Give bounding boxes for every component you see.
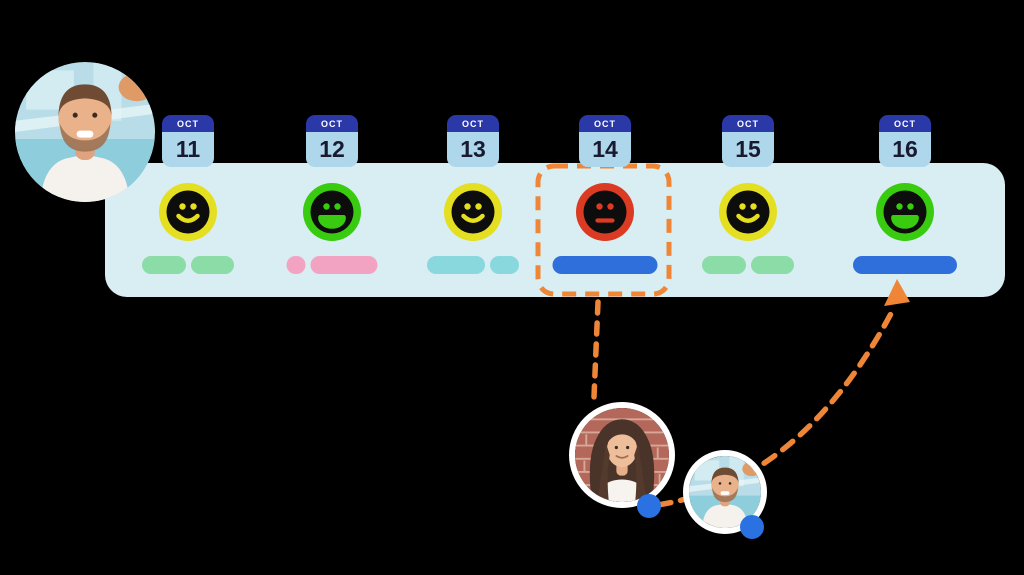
- team-member-man-avatar[interactable]: [683, 450, 767, 534]
- team-member-woman-avatar[interactable]: [569, 402, 675, 508]
- mood-smile-icon[interactable]: [444, 183, 502, 241]
- mood-neutral-icon[interactable]: [576, 183, 634, 241]
- event-pills: [552, 256, 658, 274]
- calendar-day-number: 15: [722, 132, 774, 167]
- status-dot-man: [740, 515, 764, 539]
- event-pill[interactable]: [702, 256, 746, 274]
- mood-smile-icon[interactable]: [719, 183, 777, 241]
- connector-line-oct-14: [591, 299, 601, 400]
- event-pill[interactable]: [142, 256, 186, 274]
- calendar-day-number: 14: [579, 132, 631, 167]
- event-pills: [142, 256, 234, 274]
- woman-brick-photo: [575, 408, 669, 502]
- event-pill[interactable]: [191, 256, 234, 274]
- calendar-day-number: 16: [879, 132, 931, 167]
- calendar-day-number: 11: [162, 132, 214, 167]
- mood-grin-icon[interactable]: [876, 183, 934, 241]
- event-pill[interactable]: [490, 256, 519, 274]
- event-pills: [427, 256, 519, 274]
- calendar-month-label: OCT: [162, 115, 214, 132]
- event-pill[interactable]: [310, 256, 378, 274]
- calendar-month-label: OCT: [306, 115, 358, 132]
- calendar-day-number: 13: [447, 132, 499, 167]
- event-pills: [286, 256, 378, 274]
- event-pills: [702, 256, 794, 274]
- mood-smile-icon[interactable]: [159, 183, 217, 241]
- event-pill[interactable]: [427, 256, 485, 274]
- event-pill[interactable]: [286, 256, 306, 274]
- status-dot-woman: [637, 494, 661, 518]
- event-pill[interactable]: [552, 256, 658, 274]
- calendar-month-label: OCT: [447, 115, 499, 132]
- mood-grin-icon[interactable]: [303, 183, 361, 241]
- event-pills: [853, 256, 957, 274]
- calendar-month-label: OCT: [879, 115, 931, 132]
- man-pool-photo: [15, 62, 155, 202]
- calendar-month-label: OCT: [722, 115, 774, 132]
- calendar-month-label: OCT: [579, 115, 631, 132]
- manager-avatar[interactable]: [15, 62, 155, 202]
- calendar-day-number: 12: [306, 132, 358, 167]
- event-pill[interactable]: [751, 256, 794, 274]
- event-pill[interactable]: [853, 256, 957, 274]
